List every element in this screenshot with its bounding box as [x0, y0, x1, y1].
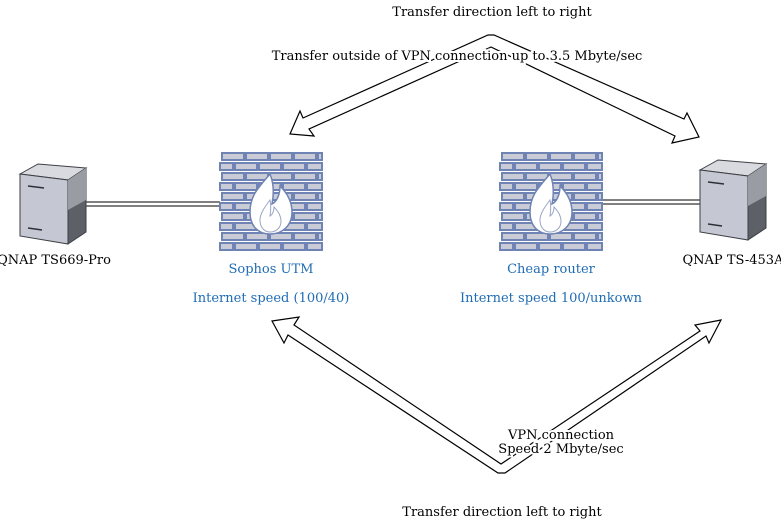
left-firewall-speed: Internet speed (100/40): [193, 291, 350, 306]
left-server-label: QNAP TS669-Pro: [0, 253, 111, 268]
top-speed-label: Transfer outside of VPN connection up to…: [272, 49, 643, 64]
firewall-icon: [219, 151, 323, 253]
link-left: [86, 201, 222, 207]
top-direction-label: Transfer direction left to right: [392, 5, 592, 20]
server-icon: [699, 159, 767, 241]
vpn-transfer-arrow: [271, 316, 723, 474]
server-icon: [19, 163, 87, 245]
top-transfer-arrow: [289, 34, 700, 144]
vpn-speed-label: Speed 2 Mbyte/sec: [498, 442, 623, 457]
left-firewall-name: Sophos UTM: [229, 262, 314, 277]
right-server-label: QNAP TS-453A: [683, 253, 781, 268]
link-right: [600, 199, 702, 205]
right-firewall-speed: Internet speed 100/unkown: [460, 291, 643, 306]
bottom-direction-label: Transfer direction left to right: [402, 505, 602, 520]
vpn-connection-label: VPN connection: [507, 428, 615, 443]
right-firewall-name: Cheap router: [507, 262, 596, 277]
firewall-icon: [499, 151, 603, 253]
